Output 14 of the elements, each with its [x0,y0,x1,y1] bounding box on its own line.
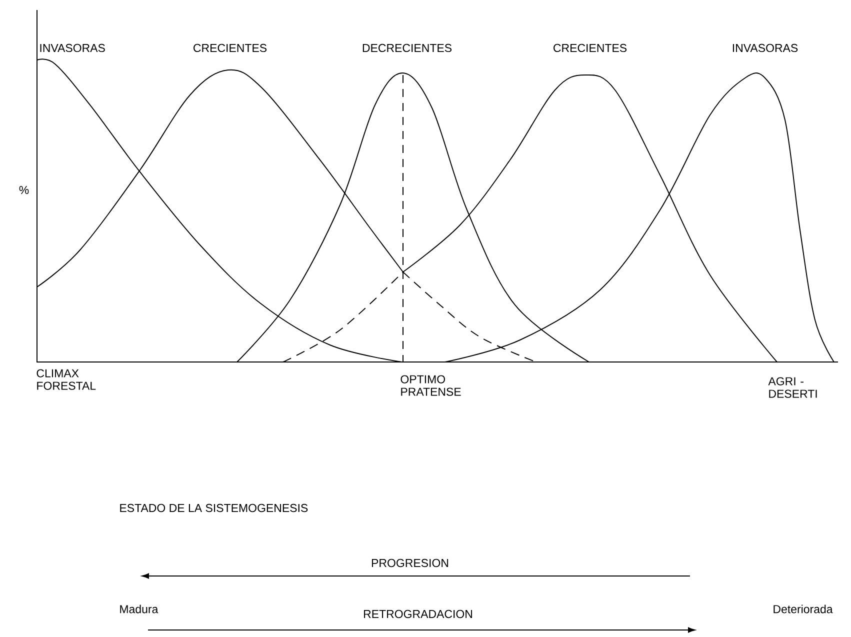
axis-label: INVASORAS [40,44,105,52]
axis-label: OPTIMO PRATENSE [400,375,461,396]
axis-label: Madura [120,604,158,614]
axis-label: Deteriorada [774,604,833,614]
axis-label: CLIMAX FORESTAL [36,369,96,390]
axis-label: PROGRESION [372,558,448,568]
axis-label: CRECIENTES [194,44,267,52]
axis-label: ESTADO DE LA SISTEMOGENESIS [120,504,308,512]
axis-label: CRECIENTES [554,44,627,52]
axis-label: DECRECIENTES [362,44,452,52]
axis-label: RETROGRADACION [364,610,472,618]
axis-label: % [19,186,29,194]
axis-label: INVASORAS [732,44,798,52]
axis-label: AGRI - DESERTI [768,377,817,398]
